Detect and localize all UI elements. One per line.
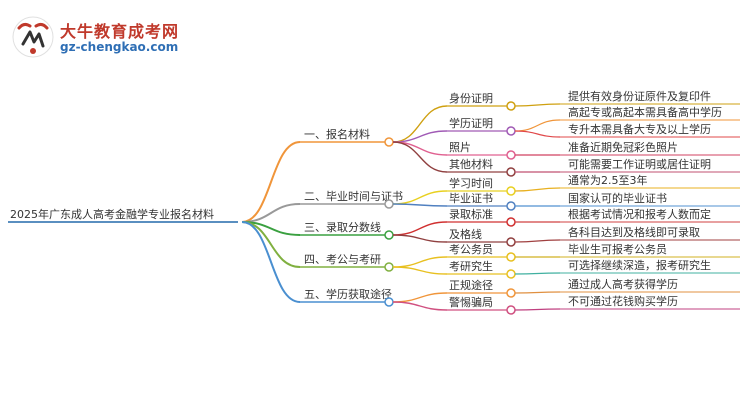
subtopic-node: [506, 201, 516, 211]
subtopic-connector: [392, 292, 448, 303]
branch-node: [384, 199, 394, 209]
root-topic[interactable]: 2025年广东成人高考金融学专业报名材料: [10, 207, 214, 221]
subtopic[interactable]: 照片: [449, 141, 471, 154]
branch-node: [384, 230, 394, 240]
leaf-topic[interactable]: 提供有效身份证原件及复印件: [568, 89, 711, 103]
leaf-connector: [514, 308, 561, 311]
ox-logo-icon: [12, 16, 54, 58]
subtopic-connector: [392, 266, 448, 275]
subtopic[interactable]: 正规途径: [449, 278, 493, 292]
subtopic-node: [506, 252, 516, 262]
leaf-connector: [514, 291, 561, 294]
subtopic[interactable]: 考研究生: [449, 259, 493, 273]
leaf-topic[interactable]: 可能需要工作证明或居住证明: [568, 157, 711, 171]
subtopic[interactable]: 及格线: [449, 227, 482, 241]
branch-node: [384, 137, 394, 147]
subtopic-connector: [392, 301, 448, 311]
logo-title: 大牛教育成考网: [60, 22, 180, 41]
branch-topic[interactable]: 一、报名材料: [304, 127, 370, 141]
subtopic-node: [506, 101, 516, 111]
leaf-connector: [514, 272, 561, 275]
leaf-connector: [514, 239, 561, 243]
subtopic-connector: [392, 234, 448, 243]
logo-url: gz-chengkao.com: [60, 40, 179, 54]
subtopic[interactable]: 考公务员: [449, 243, 493, 256]
site-logo[interactable]: 大牛教育成考网 gz-chengkao.com: [10, 14, 190, 60]
leaf-topic[interactable]: 通过成人高考获得学历: [568, 277, 678, 291]
leaf-connector: [514, 119, 561, 132]
branch-node: [384, 297, 394, 307]
leaf-topic[interactable]: 各科目达到及格线即可录取: [568, 225, 700, 239]
subtopic[interactable]: 其他材料: [449, 157, 493, 171]
subtopic[interactable]: 录取标准: [449, 207, 493, 221]
subtopic-node: [506, 186, 516, 196]
subtopic[interactable]: 学历证明: [449, 116, 493, 130]
leaf-connector: [514, 187, 561, 192]
leaf-topic[interactable]: 国家认可的毕业证书: [568, 191, 667, 205]
subtopic-node: [506, 288, 516, 298]
subtopic[interactable]: 毕业证书: [449, 192, 493, 205]
subtopic-connector: [392, 221, 448, 236]
branch-node: [384, 262, 394, 272]
subtopic[interactable]: 身份证明: [449, 91, 493, 105]
branch-connector: [241, 141, 301, 223]
branch-topic[interactable]: 二、毕业时间与证书: [304, 190, 403, 203]
subtopic-connector: [392, 203, 448, 207]
subtopic-connector: [392, 141, 448, 156]
subtopic-node: [506, 237, 516, 247]
leaf-topic[interactable]: 专升本需具备大专及以上学历: [568, 122, 711, 136]
branch-topic[interactable]: 四、考公与考研: [304, 253, 381, 266]
subtopic-node: [506, 217, 516, 227]
subtopic-connector: [392, 141, 448, 173]
branch-connector: [241, 221, 301, 303]
leaf-topic[interactable]: 根据考试情况和报考人数而定: [568, 207, 711, 221]
leaf-topic[interactable]: 高起专或高起本需具备高中学历: [568, 105, 722, 119]
subtopic-node: [506, 167, 516, 177]
leaf-topic[interactable]: 通常为2.5至3年: [568, 173, 648, 187]
subtopic[interactable]: 学习时间: [449, 176, 493, 190]
leaf-connector: [514, 130, 561, 138]
subtopic[interactable]: 警惕骗局: [449, 295, 493, 309]
branch-topic[interactable]: 三、录取分数线: [304, 220, 381, 234]
leaf-topic[interactable]: 准备近期免冠彩色照片: [568, 140, 678, 154]
subtopic-node: [506, 305, 516, 315]
leaf-connector: [514, 103, 561, 107]
branch-topic[interactable]: 五、学历获取途径: [304, 287, 392, 301]
subtopic-node: [506, 150, 516, 160]
leaf-topic[interactable]: 可选择继续深造，报考研究生: [568, 258, 711, 272]
subtopic-connector: [392, 256, 448, 268]
leaf-topic[interactable]: 毕业生可报考公务员: [568, 242, 667, 256]
subtopic-node: [506, 126, 516, 136]
leaf-topic[interactable]: 不可通过花钱购买学历: [568, 294, 678, 308]
subtopic-node: [506, 269, 516, 279]
